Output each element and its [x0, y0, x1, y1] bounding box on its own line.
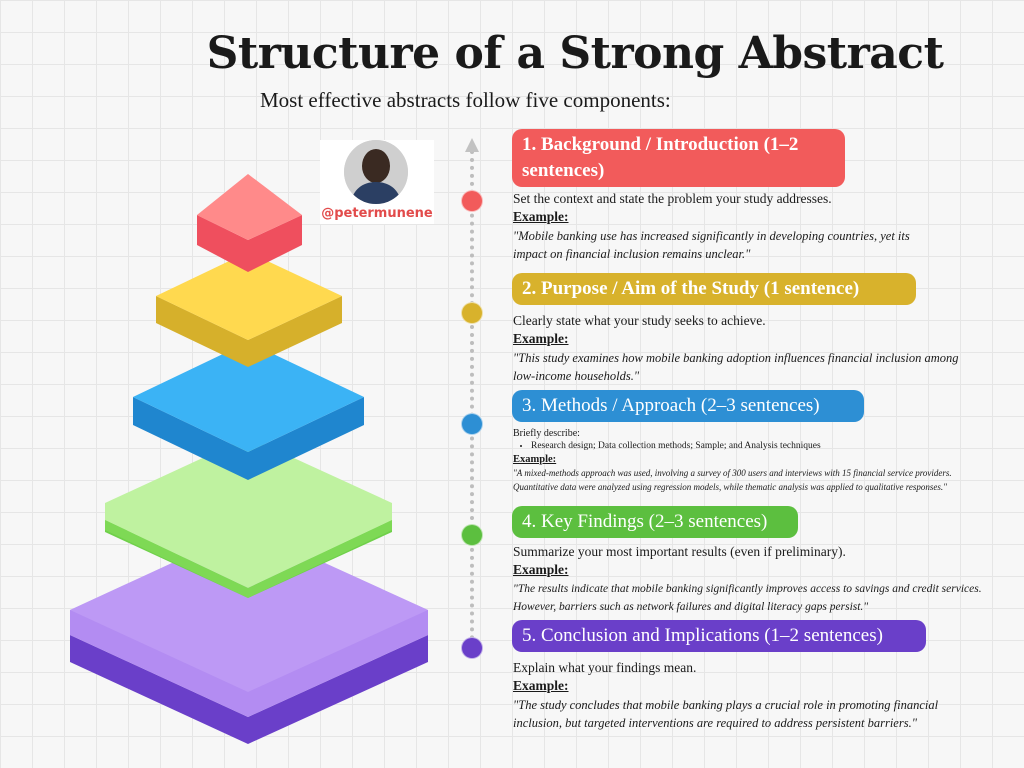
- pyramid-illustration: [70, 174, 428, 744]
- pyramid-layer-blue: [133, 342, 364, 480]
- component-3-example-label: Example:: [513, 454, 557, 465]
- timeline-dot-4: [461, 524, 483, 546]
- component-3-bullet-list: Research design; Data collection methods…: [513, 440, 1013, 453]
- pyramid-layer-green: [105, 437, 392, 598]
- component-3-example-line2: Quantitative data were analyzed using re…: [513, 482, 947, 492]
- avatar: [344, 140, 408, 204]
- component-3-description: Briefly describe:: [513, 428, 580, 439]
- component-2-example-line1: "This study examines how mobile banking …: [513, 351, 959, 365]
- component-2-body: Clearly state what your study seeks to a…: [513, 312, 993, 386]
- arrow-up-icon: [465, 138, 479, 152]
- component-4-heading: 4. Key Findings (2–3 sentences): [512, 506, 798, 538]
- component-4-example-line2: However, barriers such as network failur…: [513, 601, 869, 613]
- component-3-body: Briefly describe: Research design; Data …: [513, 427, 1013, 494]
- component-2-heading: 2. Purpose / Aim of the Study (1 sentenc…: [512, 273, 916, 305]
- timeline-dot-5: [461, 637, 483, 659]
- timeline-line: [470, 150, 474, 640]
- component-5-example-label: Example:: [513, 678, 569, 693]
- component-2-description: Clearly state what your study seeks to a…: [513, 313, 766, 328]
- component-3-heading: 3. Methods / Approach (2–3 sentences): [512, 390, 864, 422]
- component-1-heading-line1: 1. Background / Introduction (1–2: [522, 134, 799, 155]
- page-subtitle: Most effective abstracts follow five com…: [260, 88, 671, 112]
- profile-handle: @petermunene: [321, 206, 433, 221]
- component-1-example-label: Example:: [513, 209, 569, 224]
- pyramid-layer-red: [197, 174, 302, 272]
- component-5-description: Explain what your findings mean.: [513, 660, 697, 675]
- component-5-example-line2: inclusion, but targeted interventions ar…: [513, 716, 917, 730]
- component-3-example-line1: "A mixed-methods approach was used, invo…: [513, 468, 952, 478]
- component-5-heading: 5. Conclusion and Implications (1–2 sent…: [512, 620, 926, 652]
- component-4-example-label: Example:: [513, 562, 569, 577]
- pyramid-layer-yellow: [156, 252, 342, 367]
- component-5-body: Explain what your findings mean. Example…: [513, 659, 993, 733]
- component-2-example-line2: low-income households.": [513, 369, 640, 383]
- timeline-dot-2: [461, 302, 483, 324]
- component-1-description: Set the context and state the problem yo…: [513, 191, 832, 206]
- component-1-heading: 1. Background / Introduction (1–2 senten…: [512, 129, 845, 187]
- timeline-dot-3: [461, 413, 483, 435]
- component-4-body: Summarize your most important results (e…: [513, 543, 1003, 617]
- component-1-example-line1: "Mobile banking use has increased signif…: [513, 229, 910, 243]
- component-2-example-label: Example:: [513, 331, 569, 346]
- component-4-example-line1: "The results indicate that mobile bankin…: [513, 583, 982, 595]
- pyramid-layer-purple: [70, 528, 428, 744]
- component-1-example-line2: impact on financial inclusion remains un…: [513, 247, 751, 261]
- component-1-body: Set the context and state the problem yo…: [513, 190, 993, 264]
- component-5-example-line1: "The study concludes that mobile banking…: [513, 698, 939, 712]
- timeline-dot-1: [461, 190, 483, 212]
- component-3-bullet: Research design; Data collection methods…: [531, 440, 1013, 453]
- component-4-description: Summarize your most important results (e…: [513, 544, 846, 559]
- page-title: Structure of a Strong Abstract: [206, 28, 944, 79]
- component-1-heading-line2: sentences): [522, 160, 605, 181]
- person-icon: [344, 140, 408, 204]
